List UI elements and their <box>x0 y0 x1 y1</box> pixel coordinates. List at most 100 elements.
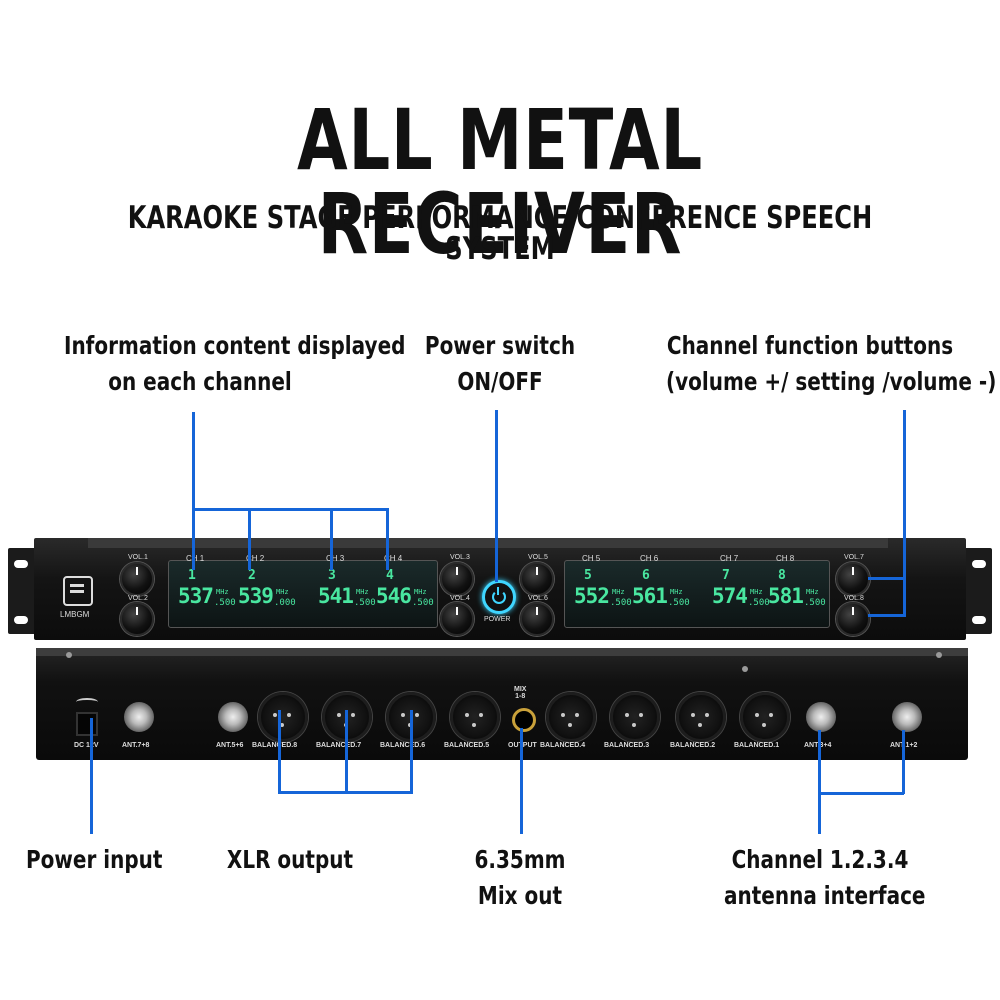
volume-knob-5[interactable] <box>520 562 554 596</box>
xlr-pin <box>698 723 702 727</box>
channel-unit: MHz <box>670 588 683 596</box>
channel-decimal: .500 <box>668 598 690 608</box>
knob-label-vol8: VOL.8 <box>844 595 864 602</box>
channel-decimal: .500 <box>354 598 376 608</box>
channel-decimal: .500 <box>610 598 632 608</box>
xlr-pin <box>568 723 572 727</box>
power-button[interactable] <box>482 580 516 614</box>
rear-connectors: ANT.7+8ANT.5+6ANT.3+4ANT.1+2BALANCED.8BA… <box>36 648 968 760</box>
xlr-label: BALANCED.8 <box>252 742 298 749</box>
xlr-pin <box>705 713 709 717</box>
mix-output-jack[interactable] <box>512 708 536 732</box>
knob-label-vol7: VOL.7 <box>844 554 864 561</box>
xlr-output-connector[interactable] <box>258 692 308 742</box>
rack-hole <box>14 560 28 568</box>
channel-frequency: 574 <box>712 584 748 608</box>
xlr-pin <box>632 723 636 727</box>
volume-knob-1[interactable] <box>120 562 154 596</box>
leader-line <box>386 508 389 570</box>
channel-number: 1 <box>188 568 196 583</box>
callout-xlr: XLR output <box>226 845 354 874</box>
channel-number: 7 <box>722 568 730 583</box>
channel-number: 4 <box>386 568 394 583</box>
leader-line <box>90 718 93 834</box>
volume-knob-4[interactable] <box>440 602 474 636</box>
bnc-antenna-connector[interactable] <box>124 702 154 732</box>
bnc-antenna-connector[interactable] <box>892 702 922 732</box>
leader-line <box>192 508 389 511</box>
xlr-label: BALANCED.4 <box>540 742 586 749</box>
xlr-output-connector[interactable] <box>740 692 790 742</box>
rack-hole <box>14 616 28 624</box>
volume-knob-8[interactable] <box>836 602 870 636</box>
xlr-pin <box>273 713 277 717</box>
top-bevel <box>88 538 888 548</box>
xlr-pin <box>337 713 341 717</box>
volume-knob-7[interactable] <box>836 562 870 596</box>
leader-line <box>410 710 413 794</box>
xlr-pin <box>575 713 579 717</box>
bnc-antenna-connector[interactable] <box>218 702 248 732</box>
volume-knob-3[interactable] <box>440 562 474 596</box>
leader-line <box>818 730 821 834</box>
antenna-label: ANT.7+8 <box>122 742 150 749</box>
volume-knob-6[interactable] <box>520 602 554 636</box>
xlr-pin <box>625 713 629 717</box>
callout-display-line1: Information content displayed <box>64 331 406 360</box>
channel-label: CH 3 <box>326 554 345 563</box>
volume-knob-2[interactable] <box>120 602 154 636</box>
rack-hole <box>972 560 986 568</box>
xlr-output-connector[interactable] <box>450 692 500 742</box>
channel-number: 8 <box>778 568 786 583</box>
callout-power-input: Power input <box>26 845 163 874</box>
xlr-pin <box>755 713 759 717</box>
brand-logo-icon <box>63 576 93 606</box>
channel-frequency: 546 <box>376 584 412 608</box>
callout-antenna-line1: Channel 1.2.3.4 <box>731 845 909 874</box>
leader-line <box>495 410 498 582</box>
xlr-pin <box>472 723 476 727</box>
xlr-label: BALANCED.5 <box>444 742 490 749</box>
leader-line <box>278 710 281 794</box>
channel-unit: MHz <box>750 588 763 596</box>
bnc-antenna-connector[interactable] <box>806 702 836 732</box>
brand-name: LMBGM <box>60 610 90 619</box>
callout-display: Information content displayed on each ch… <box>64 328 406 400</box>
leader-line <box>902 730 905 794</box>
leader-line <box>520 728 523 834</box>
knob-label-vol2: VOL.2 <box>128 595 148 602</box>
xlr-output-connector[interactable] <box>546 692 596 742</box>
channel-number: 6 <box>642 568 650 583</box>
xlr-label: BALANCED.7 <box>316 742 362 749</box>
xlr-pin <box>561 713 565 717</box>
screw <box>66 652 72 658</box>
callout-mix-line1: 6.35mm <box>474 845 566 874</box>
knob-label-vol6: VOL.6 <box>528 595 548 602</box>
callout-antenna: Channel 1.2.3.4 antenna interface <box>724 842 926 914</box>
leader-line <box>345 710 348 794</box>
channel-number: 3 <box>328 568 336 583</box>
channel-label: CH 6 <box>640 554 659 563</box>
callout-display-line2: on each channel <box>108 367 292 396</box>
callout-power-line2: ON/OFF <box>457 367 543 396</box>
lcd-display-left <box>168 560 438 628</box>
knob-label-vol3: VOL.3 <box>450 554 470 561</box>
callout-antenna-line2: antenna interface <box>724 881 926 910</box>
channel-frequency: 581 <box>768 584 804 608</box>
xlr-output-connector[interactable] <box>676 692 726 742</box>
leader-line <box>868 614 906 617</box>
leader-line <box>330 508 333 570</box>
antenna-label: ANT.3+4 <box>804 742 831 749</box>
xlr-label: BALANCED.2 <box>670 742 716 749</box>
xlr-output-connector[interactable] <box>610 692 660 742</box>
knob-label-vol1: VOL.1 <box>128 554 148 561</box>
screw <box>936 652 942 658</box>
leader-line <box>868 577 906 580</box>
power-icon <box>492 590 506 604</box>
channel-unit: MHz <box>276 588 289 596</box>
screw <box>742 666 748 672</box>
channel-label: CH 1 <box>186 554 205 563</box>
channel-frequency: 537 <box>178 584 214 608</box>
leader-line <box>818 792 904 795</box>
